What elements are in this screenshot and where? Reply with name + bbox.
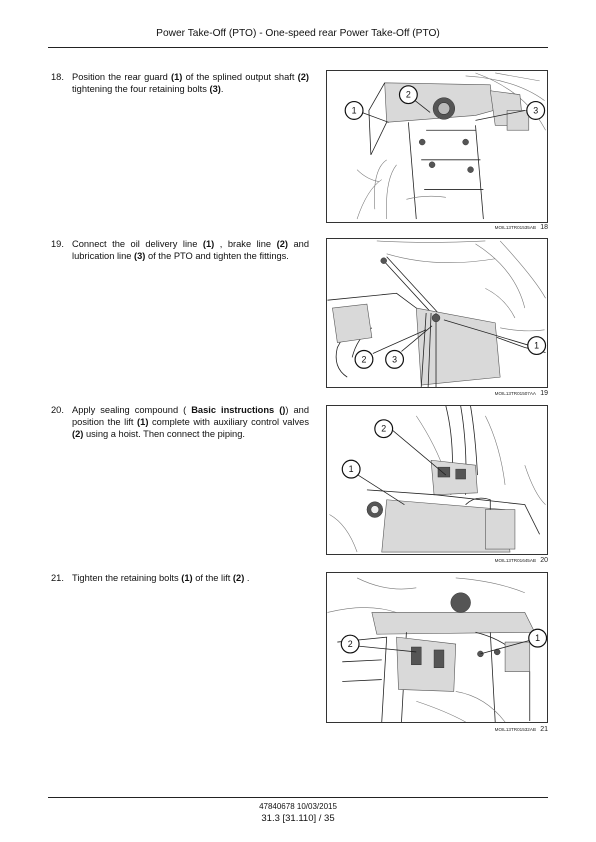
figure-caption-code: MOIL13TR01532AB [494, 727, 536, 732]
text-run: ) and position the lift [72, 405, 309, 428]
callout-2: 2 [340, 634, 360, 654]
step-18: 18. Position the rear guard (1) of the s… [51, 71, 309, 95]
text-run: of the PTO and tighten the fittings. [145, 251, 289, 262]
figure-18-illustration: 1 2 3 [326, 70, 548, 223]
text-run: . [220, 84, 224, 95]
figure-18-drawing: 1 2 3 [344, 72, 546, 220]
ref-bold: (2) [276, 239, 288, 249]
svg-text:2: 2 [348, 639, 353, 649]
svg-text:2: 2 [362, 354, 367, 364]
text-run: . [244, 573, 250, 583]
callout-1: 1 [527, 336, 547, 356]
ref-bold: (2) [72, 429, 84, 440]
callout-2: 2 [374, 419, 394, 439]
figure-number: 19 [540, 390, 548, 397]
ref-bold: (1) [137, 417, 149, 428]
step-text: Connect the oil delivery line (1) , brak… [72, 238, 309, 262]
figure-20-drawing: 1 2 [329, 406, 546, 553]
text-run: tightening the four retaining bolts [72, 84, 210, 95]
footer-page-ref: 31.3 [31.110] / 35 [261, 813, 335, 824]
ref-bold: (1) [202, 239, 215, 249]
svg-text:2: 2 [406, 90, 411, 100]
step-number: 21. [51, 573, 64, 583]
text-run: Apply sealing compound ( [72, 405, 192, 415]
svg-text:1: 1 [352, 105, 357, 115]
callout-1: 1 [344, 101, 364, 120]
step-text: Apply sealing compound ( Basic instructi… [72, 404, 309, 441]
figure-caption-code: MOIL13TR01645AB [494, 558, 536, 563]
page-header-title: Power Take-Off (PTO) - One-speed rear Po… [156, 28, 440, 39]
svg-text:2: 2 [381, 424, 386, 434]
footer-doc-ref: 47840678 10/03/2015 [259, 802, 337, 811]
ref-bold: (1) [181, 573, 193, 583]
footer-rule [48, 797, 548, 798]
step-19: 19. Connect the oil delivery line (1) , … [51, 238, 309, 262]
ref-bold: (2) [297, 72, 309, 82]
step-number: 19. [51, 239, 64, 249]
figure-21-illustration: 1 2 [326, 572, 548, 723]
figure-number: 21 [540, 726, 548, 733]
text-run: of the lift [192, 573, 233, 583]
text-run: Position the rear guard [72, 72, 172, 82]
ref-bold: (3) [134, 251, 146, 262]
figure-20-illustration: 1 2 [326, 405, 548, 555]
text-run: and lubrication line [72, 239, 309, 262]
ref-bold: (1) [171, 72, 183, 82]
text-run: using a hoist. Then connect the piping. [83, 429, 245, 440]
text-run: , brake line [214, 239, 277, 249]
text-run: Connect the oil delivery line [72, 239, 203, 249]
callout-2: 2 [354, 349, 374, 369]
svg-text:3: 3 [392, 354, 397, 364]
svg-text:1: 1 [534, 341, 539, 351]
step-21: 21. Tighten the retaining bolts (1) of t… [51, 572, 309, 584]
figure-19-illustration: 1 2 3 [326, 238, 548, 388]
step-number: 18. [51, 72, 64, 82]
text-run: Tighten the retaining bolts [72, 573, 182, 583]
step-20: 20. Apply sealing compound ( Basic instr… [51, 404, 309, 441]
callout-3: 3 [526, 101, 546, 120]
figure-caption-code: MOIL13TR01507AA [494, 391, 536, 396]
callout-1: 1 [528, 628, 547, 648]
svg-text:1: 1 [535, 633, 540, 643]
figure-caption-code: MOIL13TR01535AB [494, 225, 536, 230]
header-rule [48, 47, 548, 48]
svg-text:1: 1 [349, 464, 354, 474]
callout-1: 1 [341, 459, 361, 479]
step-number: 20. [51, 405, 64, 415]
callout-3: 3 [385, 349, 405, 369]
callout-2: 2 [398, 85, 418, 105]
text-run: of the splined output shaft [182, 72, 298, 82]
figure-19-drawing: 1 2 3 [327, 240, 547, 387]
link-basic-instructions[interactable]: Basic instructions () [191, 405, 286, 415]
svg-text:3: 3 [533, 105, 538, 115]
text-run: complete with auxiliary control valves [148, 417, 309, 428]
figure-number: 18 [540, 224, 548, 231]
step-text: Position the rear guard (1) of the splin… [72, 71, 309, 95]
ref-bold: (3) [209, 84, 221, 95]
ref-bold: (2) [232, 573, 245, 583]
figure-21-drawing: 1 2 [327, 577, 547, 722]
figure-number: 20 [540, 557, 548, 564]
step-text: Tighten the retaining bolts (1) of the l… [72, 572, 309, 584]
